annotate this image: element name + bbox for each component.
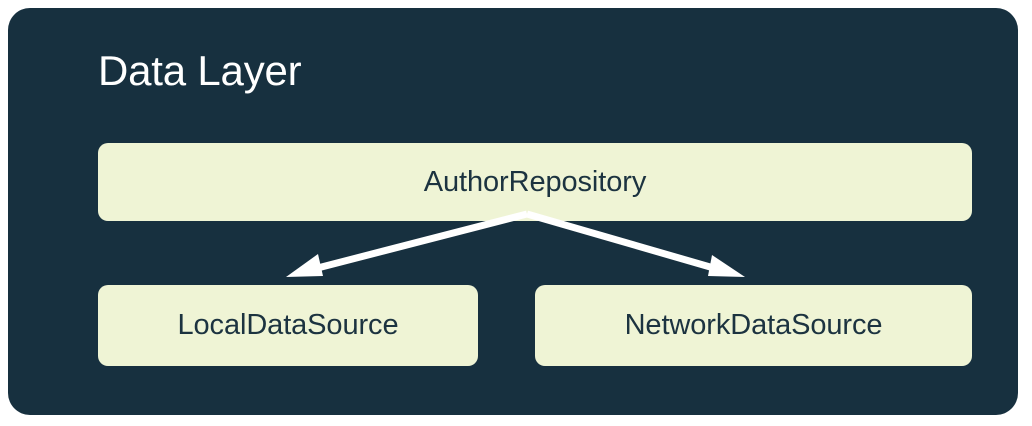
node-author-repository-label: AuthorRepository [423,165,647,198]
node-network-data-source[interactable]: NetworkDataSource [535,285,972,366]
page-title: Data Layer [98,47,302,94]
node-local-data-source-label: LocalDataSource [177,309,399,341]
node-network-data-source-label: NetworkDataSource [624,309,883,341]
node-local-data-source[interactable]: LocalDataSource [98,285,478,366]
data-layer-panel: Data Layer AuthorRepository LocalDataSou… [8,8,1018,415]
node-author-repository[interactable]: AuthorRepository [98,143,972,221]
